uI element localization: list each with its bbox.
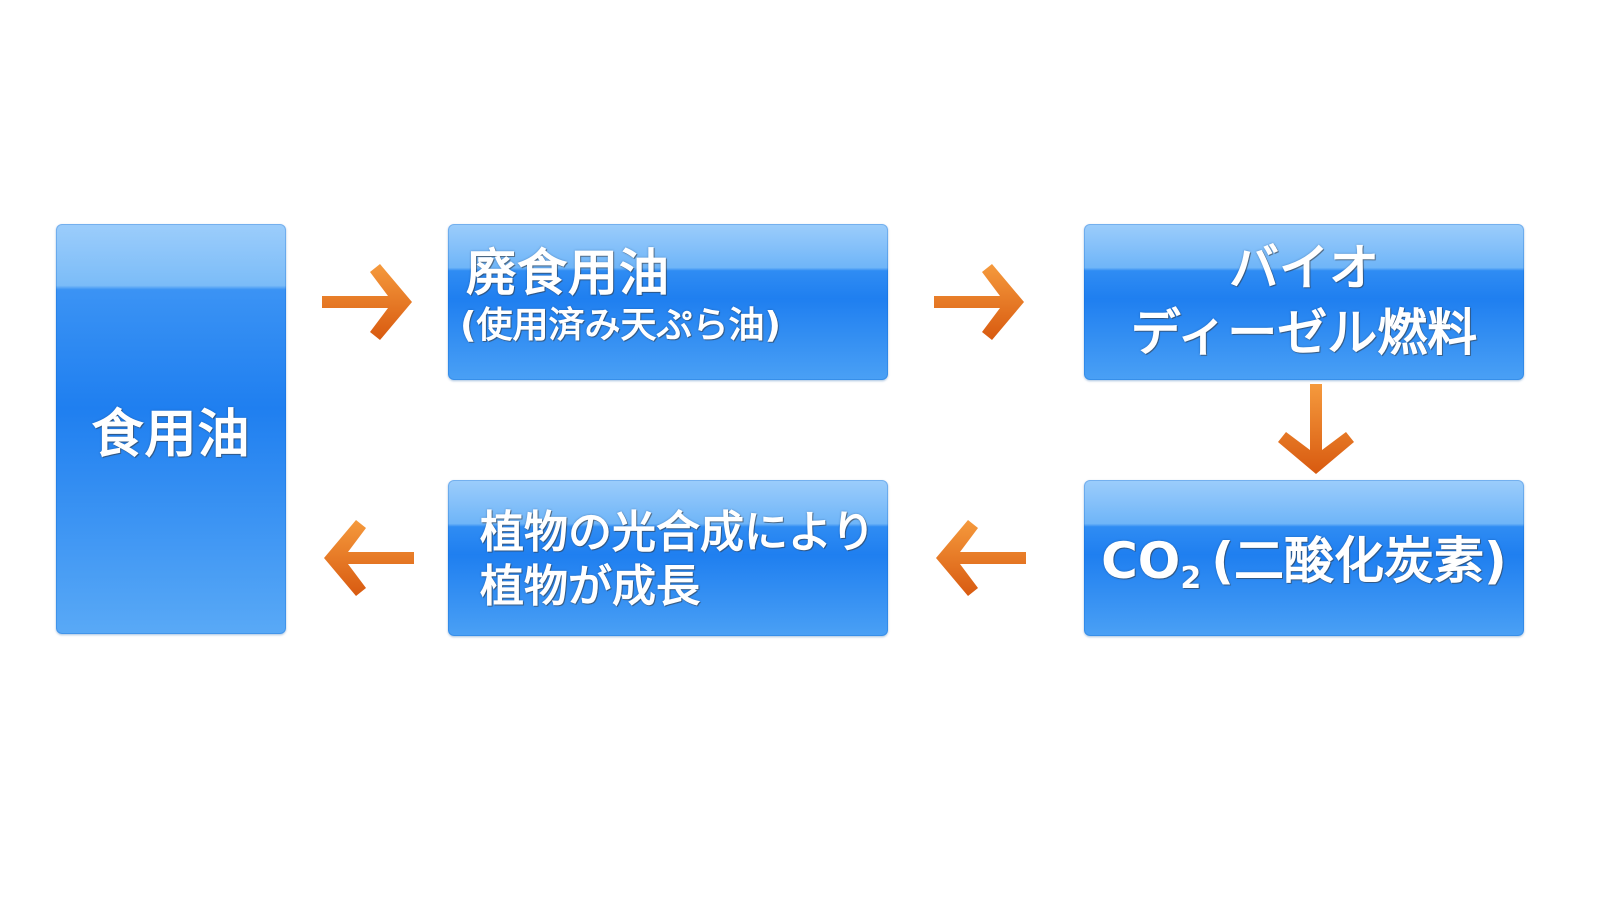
waste-oil-subtitle: (使用済み天ぷら油) [460, 305, 781, 346]
arrow-left-icon [324, 520, 414, 596]
co2-text: CO2(二酸化炭素) [1101, 521, 1507, 596]
edible-oil-box: 食用油 [56, 224, 286, 634]
arrow-right-icon [322, 264, 412, 340]
biodiesel-line2: ディーゼル燃料 [1130, 304, 1478, 362]
co2-name: (二酸化炭素) [1211, 531, 1507, 590]
edible-oil-label: 食用油 [91, 404, 251, 465]
biodiesel-box: バイオ ディーゼル燃料 [1084, 224, 1524, 380]
biodiesel-line1: バイオ [1229, 239, 1379, 297]
waste-oil-box: 廃食用油 (使用済み天ぷら油) [448, 224, 888, 380]
waste-oil-title: 廃食用油 [466, 244, 670, 302]
co2-formula: CO [1101, 531, 1181, 590]
co2-box: CO2(二酸化炭素) [1084, 480, 1524, 636]
arrow-right-icon [934, 264, 1024, 340]
arrow-down-icon [1278, 384, 1354, 474]
arrow-left-icon [936, 520, 1026, 596]
photosynthesis-line1: 植物の光合成により [480, 507, 876, 558]
photosynthesis-line2: 植物が成長 [480, 561, 700, 612]
co2-subscript: 2 [1180, 560, 1202, 596]
photosynthesis-box: 植物の光合成により 植物が成長 [448, 480, 888, 636]
